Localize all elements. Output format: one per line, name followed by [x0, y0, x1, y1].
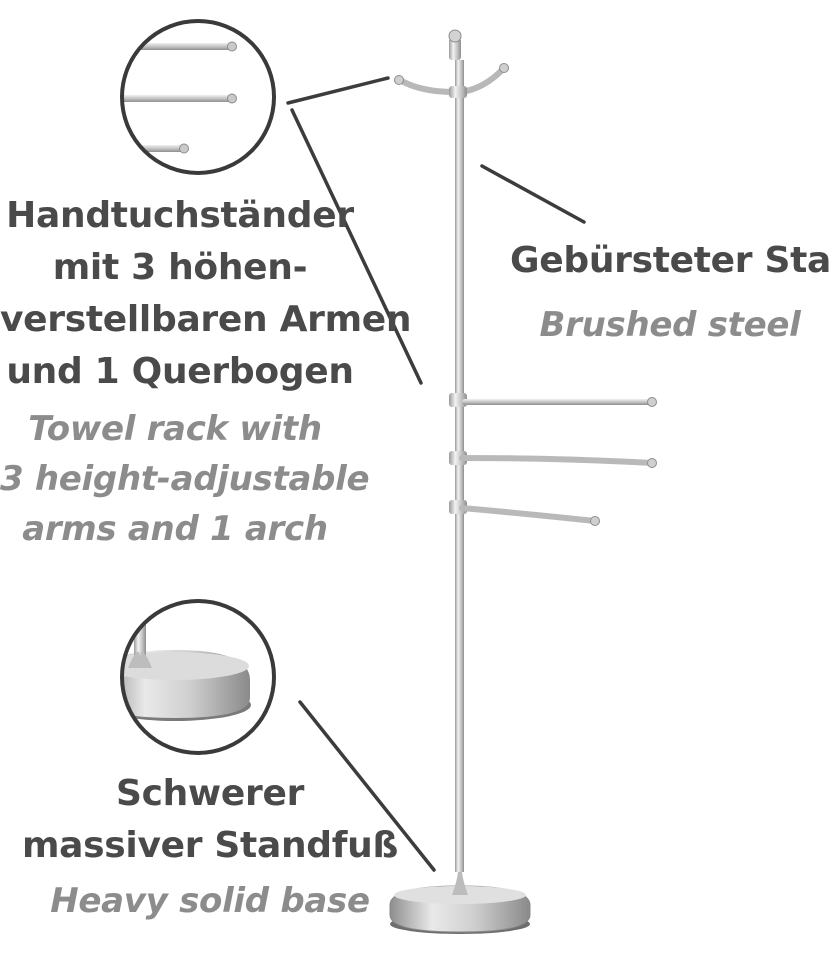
base-english-label: Heavy solid base	[20, 880, 400, 923]
leader-line-base	[298, 700, 436, 872]
towel-rack-german-line: mit 3 höhen-	[52, 247, 308, 288]
leader-line-arms-top	[286, 76, 390, 105]
towel-rack-english-line: arms and 1 arch	[22, 509, 328, 549]
base-german-line: massiver Standfuß	[21, 825, 399, 866]
base-detail-magnifier	[120, 599, 276, 755]
material-german-label: Gebürsteter Stahl	[510, 238, 830, 283]
towel-rack-english-label: Towel rack with 3 height-adjustable arms…	[0, 404, 370, 554]
stand-hook-right	[459, 66, 506, 95]
base-english-text: Heavy solid base	[50, 881, 370, 921]
material-english-text: Brushed steel	[539, 305, 801, 345]
towel-stand	[389, 29, 657, 934]
material-english-label: Brushed steel	[530, 304, 810, 347]
towel-rack-german-line: Handtuchständer	[6, 195, 354, 236]
base-german-line: Schwerer	[115, 773, 305, 814]
stand-arm-2	[449, 451, 657, 468]
towel-rack-german-line: verstellbaren Armen	[0, 299, 412, 340]
stand-arm-1	[449, 393, 657, 407]
arms-detail-magnifier	[120, 19, 276, 175]
towel-rack-english-line: Towel rack with	[28, 409, 322, 449]
leader-lines	[286, 76, 586, 872]
leader-line-steel	[480, 164, 586, 224]
towel-rack-english-line: 3 height-adjustable	[0, 459, 370, 499]
stand-hook-left	[397, 77, 458, 95]
leader-line-arms-bottom	[290, 108, 423, 385]
base-german-label: Schwerer massiver Standfuß	[20, 768, 400, 872]
stand-arm-3	[449, 500, 600, 526]
stand-pole	[455, 60, 464, 872]
material-german-text: Gebürsteter Stahl	[510, 240, 830, 281]
towel-rack-german-line: und 1 Querbogen	[6, 351, 354, 392]
towel-rack-german-label: Handtuchständer mit 3 höhen- verstellbar…	[0, 190, 412, 398]
